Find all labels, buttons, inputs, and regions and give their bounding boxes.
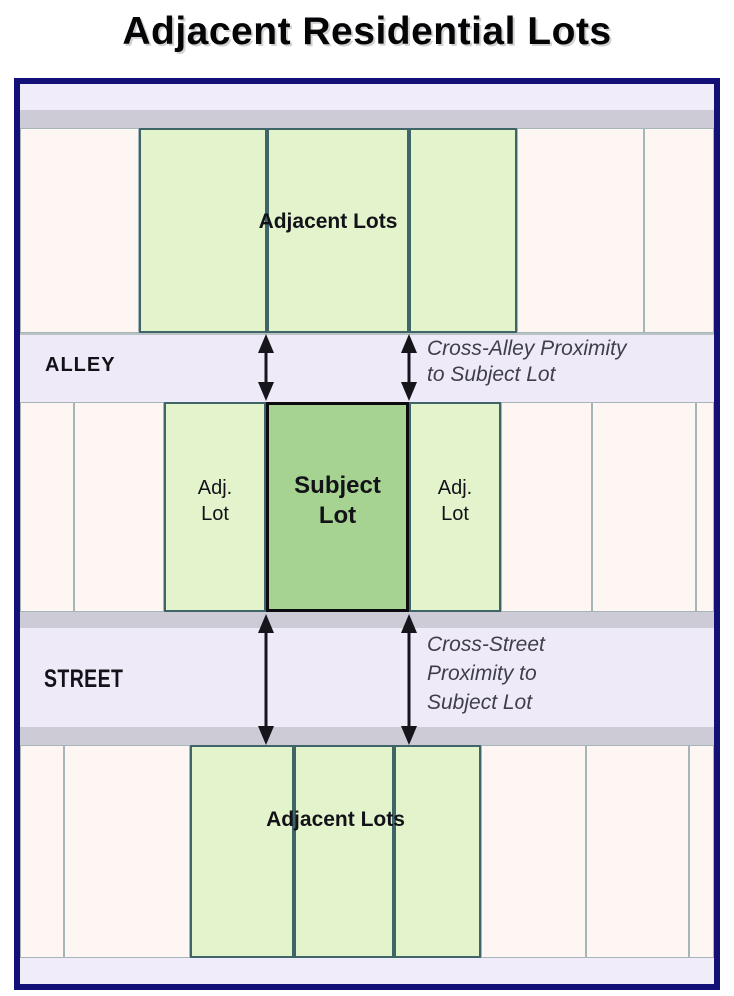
adjacent-lot	[394, 745, 481, 958]
neighbor-lot	[20, 745, 64, 958]
cross-street-annotation-line1: Cross-Street	[427, 633, 545, 656]
alley-strip	[20, 333, 714, 404]
cross-street-annotation-line3: Subject Lot	[427, 691, 533, 714]
subject-lot-label-line1: Subject	[294, 472, 381, 499]
page-title: Adjacent Residential Lots	[122, 10, 612, 53]
neighbor-lot	[644, 128, 714, 333]
top-adjacent-lots-label: Adjacent Lots	[258, 210, 398, 233]
adjacent-lot	[294, 745, 394, 958]
neighbor-lot	[20, 128, 139, 333]
neighbor-lot	[517, 128, 644, 333]
adjacent-lot	[409, 128, 517, 333]
adjacent-lot-left-label: Adj. Lot	[164, 475, 266, 527]
adjacent-lot	[190, 745, 294, 958]
neighbor-lot	[689, 745, 714, 958]
neighbor-lot	[586, 745, 689, 958]
adjacent-lot	[267, 128, 409, 333]
adjacent-lot-left-label-line1: Adj.	[197, 477, 233, 499]
neighbor-lot	[592, 402, 696, 612]
cross-alley-annotation: Cross-Alley Proximity to Subject Lot	[427, 336, 627, 388]
cross-street-annotation: Cross-Street Proximity to Subject Lot	[427, 630, 545, 717]
cross-alley-annotation-line1: Cross-Alley Proximity	[427, 337, 627, 360]
cross-street-annotation-line2: Proximity to	[427, 662, 537, 685]
neighbor-lot	[20, 402, 74, 612]
neighbor-lot	[501, 402, 592, 612]
lot-diagram: Adjacent Lots ALLEY Cross-Alley Proximit…	[14, 78, 720, 990]
block-edge-band-top	[20, 110, 714, 128]
subject-lot-label-line2: Lot	[318, 502, 357, 529]
alley-label: ALLEY	[45, 354, 116, 376]
neighbor-lot	[481, 745, 586, 958]
adjacent-lot-right-label: Adj. Lot	[409, 475, 501, 527]
adjacent-lot-left-label-line2: Lot	[201, 503, 229, 525]
cross-alley-annotation-line2: to Subject Lot	[427, 363, 556, 386]
middle-lot-row	[20, 402, 714, 612]
adjacent-lot-right-label-line1: Adj.	[437, 477, 473, 499]
street-strip	[20, 628, 714, 727]
block-edge-band-street-lower	[20, 727, 714, 745]
adjacent-lot-right	[409, 402, 501, 612]
top-lot-row	[20, 128, 714, 333]
adjacent-lot	[139, 128, 267, 333]
adjacent-lot-left	[164, 402, 266, 612]
neighbor-lot	[696, 402, 714, 612]
neighbor-lot	[64, 745, 190, 958]
subject-lot-label: Subject Lot	[266, 471, 409, 531]
bottom-lot-row	[20, 745, 714, 958]
subject-lot	[266, 402, 409, 612]
adjacent-lot-right-label-line2: Lot	[441, 503, 469, 525]
street-label: STREET	[44, 665, 124, 693]
neighbor-lot	[74, 402, 164, 612]
bottom-adjacent-lots-label: Adjacent Lots	[266, 808, 405, 831]
block-edge-band-street-upper	[20, 612, 714, 628]
